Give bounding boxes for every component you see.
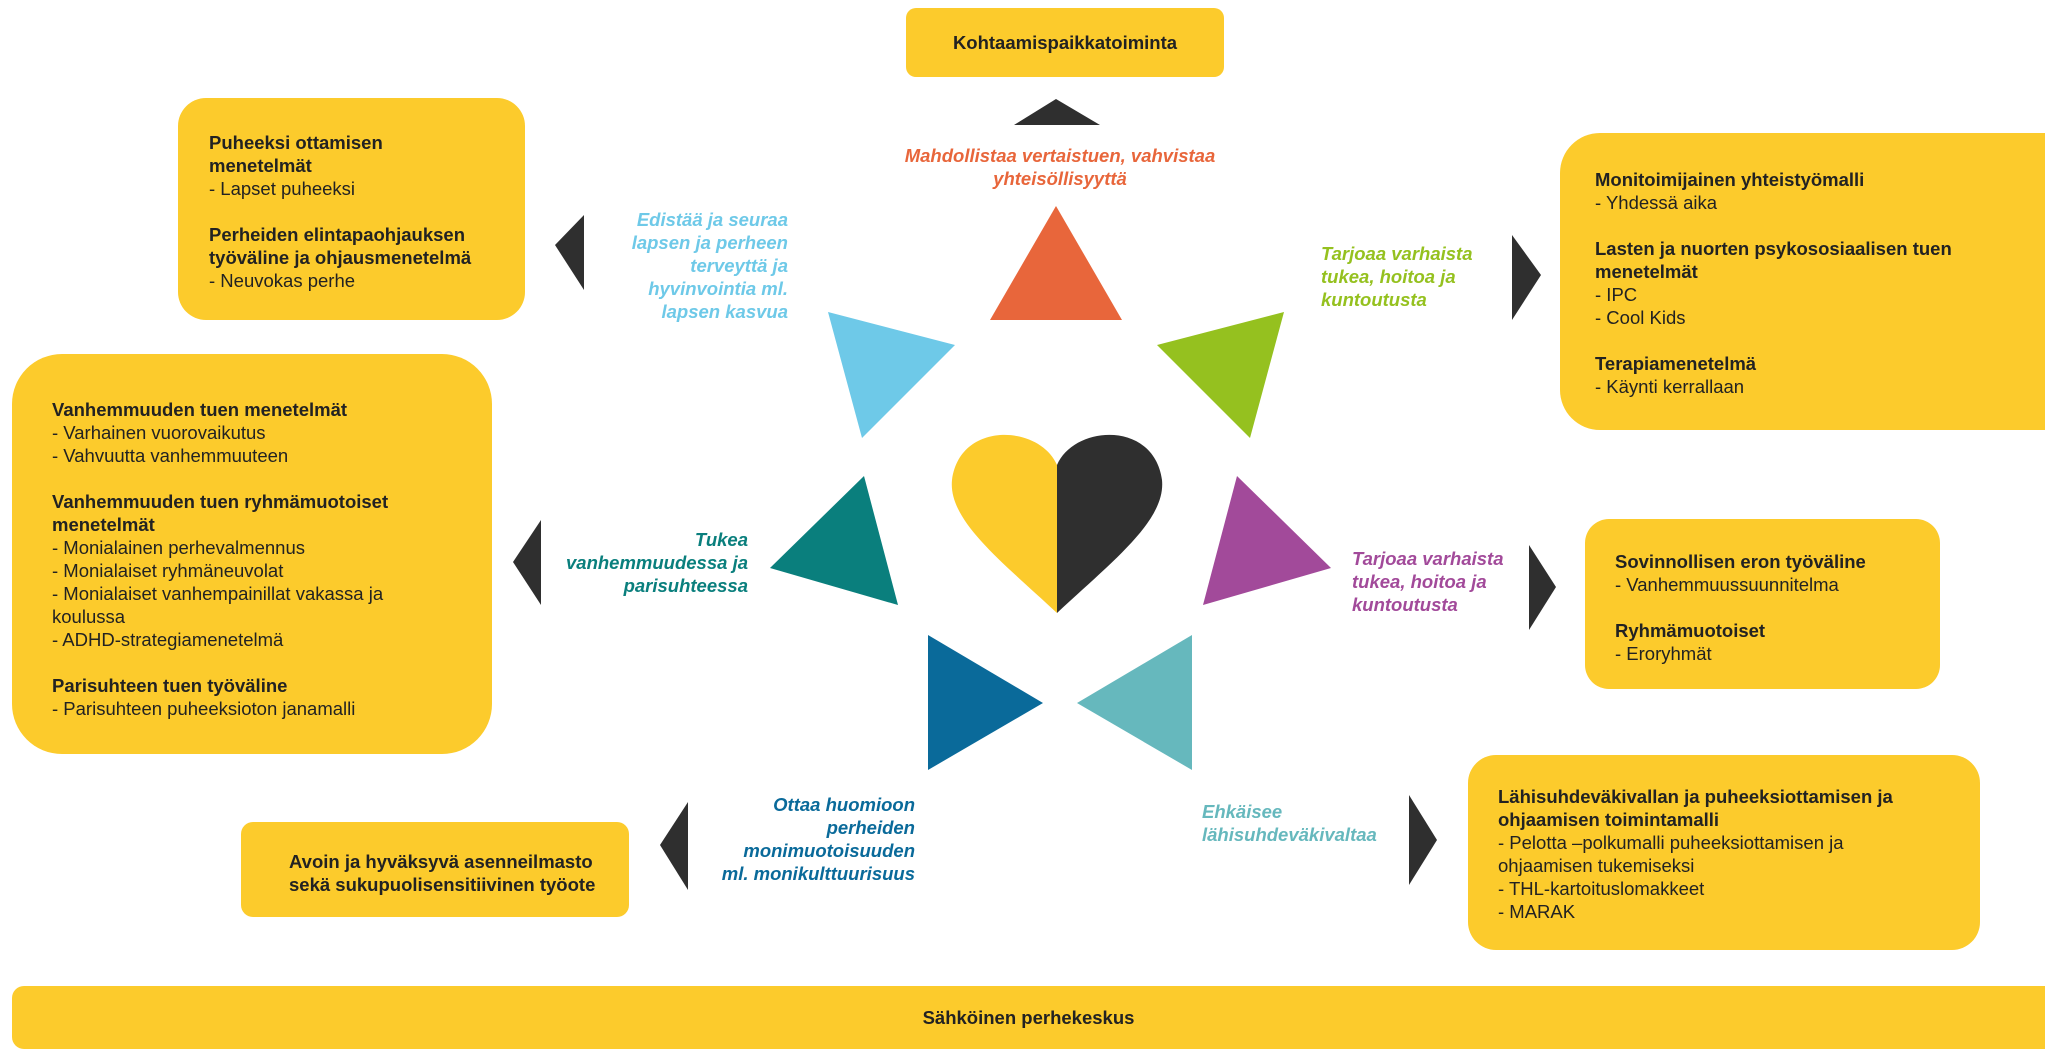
green-triangle xyxy=(1157,312,1284,438)
label-line: Tarjoaa varhaista xyxy=(1321,243,1473,264)
bottom-bar-title: Sähköinen perhekeskus xyxy=(922,1007,1135,1028)
label-line: vanhemmuudessa ja xyxy=(566,552,748,573)
list-item: - THL-kartoituslomakkeet xyxy=(1498,878,1705,899)
label-line: Ottaa huomioon xyxy=(773,794,915,815)
group-title: menetelmät xyxy=(52,514,155,535)
group-title: Parisuhteen tuen työväline xyxy=(52,675,288,696)
label-line: lähisuhdeväkivaltaa xyxy=(1202,824,1377,845)
list-item: - Varhainen vuorovaikutus xyxy=(52,422,266,443)
label-line: perheiden xyxy=(826,817,915,838)
heart-icon xyxy=(951,434,1163,613)
label-line: Tarjoaa varhaista xyxy=(1352,548,1504,569)
arrow-left-icon xyxy=(513,520,541,605)
group-title: Puheeksi ottamisen xyxy=(209,132,383,153)
label-lower-right: Ehkäisee lähisuhdeväkivaltaa xyxy=(1202,800,1402,846)
group-title: työväline ja ohjausmenetelmä xyxy=(209,247,472,268)
list-item: - Monialainen perhevalmennus xyxy=(52,537,305,558)
label-line: tukea, hoitoa ja xyxy=(1352,571,1487,592)
group-title: Vanhemmuuden tuen ryhmämuotoiset xyxy=(52,491,389,512)
group-title: Sovinnollisen eron työväline xyxy=(1615,551,1866,572)
list-item: - MARAK xyxy=(1498,901,1576,922)
list-item: - Eroryhmät xyxy=(1615,643,1712,664)
list-item: - Parisuhteen puheeksioton janamalli xyxy=(52,698,356,719)
teal-triangle xyxy=(770,476,898,605)
label-line: ml. monikulttuurisuus xyxy=(721,863,915,884)
label-line: monimuotoisuuden xyxy=(743,840,915,861)
label-upper-left: Edistää ja seuraa lapsen ja perheen terv… xyxy=(598,208,788,323)
top-box-title: Kohtaamispaikkatoiminta xyxy=(952,32,1178,53)
group-title: Ryhmämuotoiset xyxy=(1615,620,1766,641)
arrow-left-icon xyxy=(660,802,688,890)
list-item: - IPC xyxy=(1595,284,1638,305)
middle-right-box: Sovinnollisen eron työväline - Vanhemmuu… xyxy=(1585,519,1940,689)
lower-left-box: Avoin ja hyväksyvä asenneilmasto sekä su… xyxy=(241,822,629,917)
arrow-right-icon xyxy=(1409,795,1437,885)
list-item: - Cool Kids xyxy=(1595,307,1686,328)
label-line: kuntoutusta xyxy=(1321,289,1427,310)
middle-left-box: Vanhemmuuden tuen menetelmät - Varhainen… xyxy=(12,354,492,754)
bottom-bar: Sähköinen perhekeskus xyxy=(12,986,2045,1049)
lower-right-box: Lähisuhdeväkivallan ja puheeksiottamisen… xyxy=(1468,755,1980,950)
label-line: lapsen kasvua xyxy=(661,301,789,322)
list-item: - Monialaiset vanhempainillat vakassa ja xyxy=(52,583,384,604)
group-title: Monitoimijainen yhteistyömalli xyxy=(1595,169,1865,190)
top-box: Kohtaamispaikkatoiminta xyxy=(906,8,1224,77)
label-line: lapsen ja perheen xyxy=(631,232,788,253)
group-title: Terapiamenetelmä xyxy=(1595,353,1757,374)
orange-triangle xyxy=(990,206,1122,320)
label-top: Mahdollistaa vertaistuen, vahvistaa yhte… xyxy=(880,144,1240,190)
group-title: Vanhemmuuden tuen menetelmät xyxy=(52,399,348,420)
list-item: - Pelotta –polkumalli puheeksiottamisen … xyxy=(1498,832,1844,853)
upper-right-box: Monitoimijainen yhteistyömalli - Yhdessä… xyxy=(1560,133,2045,430)
upper-left-box: Puheeksi ottamisen menetelmät - Lapset p… xyxy=(178,98,525,320)
label-line: yhteisöllisyyttä xyxy=(993,168,1127,189)
arrow-up-icon xyxy=(1014,99,1100,125)
label-line: Tukea xyxy=(694,529,748,550)
group-title: Lähisuhdeväkivallan ja puheeksiottamisen… xyxy=(1498,786,1893,807)
list-item: - ADHD-strategiamenetelmä xyxy=(52,629,284,650)
box-text: sekä sukupuolisensitiivinen työote xyxy=(289,874,596,895)
arrow-right-icon xyxy=(1529,545,1556,630)
group-title: ohjaamisen toimintamalli xyxy=(1498,809,1720,830)
label-upper-right: Tarjoaa varhaista tukea, hoitoa ja kunto… xyxy=(1321,242,1521,311)
label-line: Edistää ja seuraa xyxy=(636,209,788,230)
label-line: tukea, hoitoa ja xyxy=(1321,266,1456,287)
label-line: terveyttä ja xyxy=(690,255,788,276)
lightblue-triangle xyxy=(828,312,955,438)
label-middle-left: Tukea vanhemmuudessa ja parisuhteessa xyxy=(540,528,748,597)
group-title: menetelmät xyxy=(1595,261,1698,282)
label-line: kuntoutusta xyxy=(1352,594,1458,615)
label-line: parisuhteessa xyxy=(623,575,748,596)
label-line: Mahdollistaa vertaistuen, vahvistaa xyxy=(904,145,1216,166)
list-item: ohjaamisen tukemiseksi xyxy=(1498,855,1695,876)
group-title: menetelmät xyxy=(209,155,312,176)
group-title: Lasten ja nuorten psykososiaalisen tuen xyxy=(1595,238,1952,259)
label-line: hyvinvointia ml. xyxy=(648,278,788,299)
arrow-left-icon xyxy=(555,215,584,290)
label-middle-right: Tarjoaa varhaista tukea, hoitoa ja kunto… xyxy=(1352,547,1552,616)
box-text: Avoin ja hyväksyvä asenneilmasto xyxy=(289,851,593,872)
list-item: - Yhdessä aika xyxy=(1595,192,1718,213)
arrow-right-icon xyxy=(1512,235,1541,320)
blue-triangle xyxy=(928,635,1043,770)
list-item: - Käynti kerrallaan xyxy=(1595,376,1745,397)
list-item: - Vahvuutta vanhemmuuteen xyxy=(52,445,289,466)
list-item: - Neuvokas perhe xyxy=(209,270,356,291)
lightteal-triangle xyxy=(1077,635,1192,770)
label-lower-left: Ottaa huomioon perheiden monimuotoisuude… xyxy=(690,793,915,885)
list-item: - Monialaiset ryhmäneuvolat xyxy=(52,560,284,581)
group-title: Perheiden elintapaohjauksen xyxy=(209,224,465,245)
list-item: - Lapset puheeksi xyxy=(209,178,356,199)
list-item: - Vanhemmuussuunnitelma xyxy=(1615,574,1839,595)
purple-triangle xyxy=(1203,476,1331,605)
list-item: koulussa xyxy=(52,606,126,627)
label-line: Ehkäisee xyxy=(1202,801,1283,822)
